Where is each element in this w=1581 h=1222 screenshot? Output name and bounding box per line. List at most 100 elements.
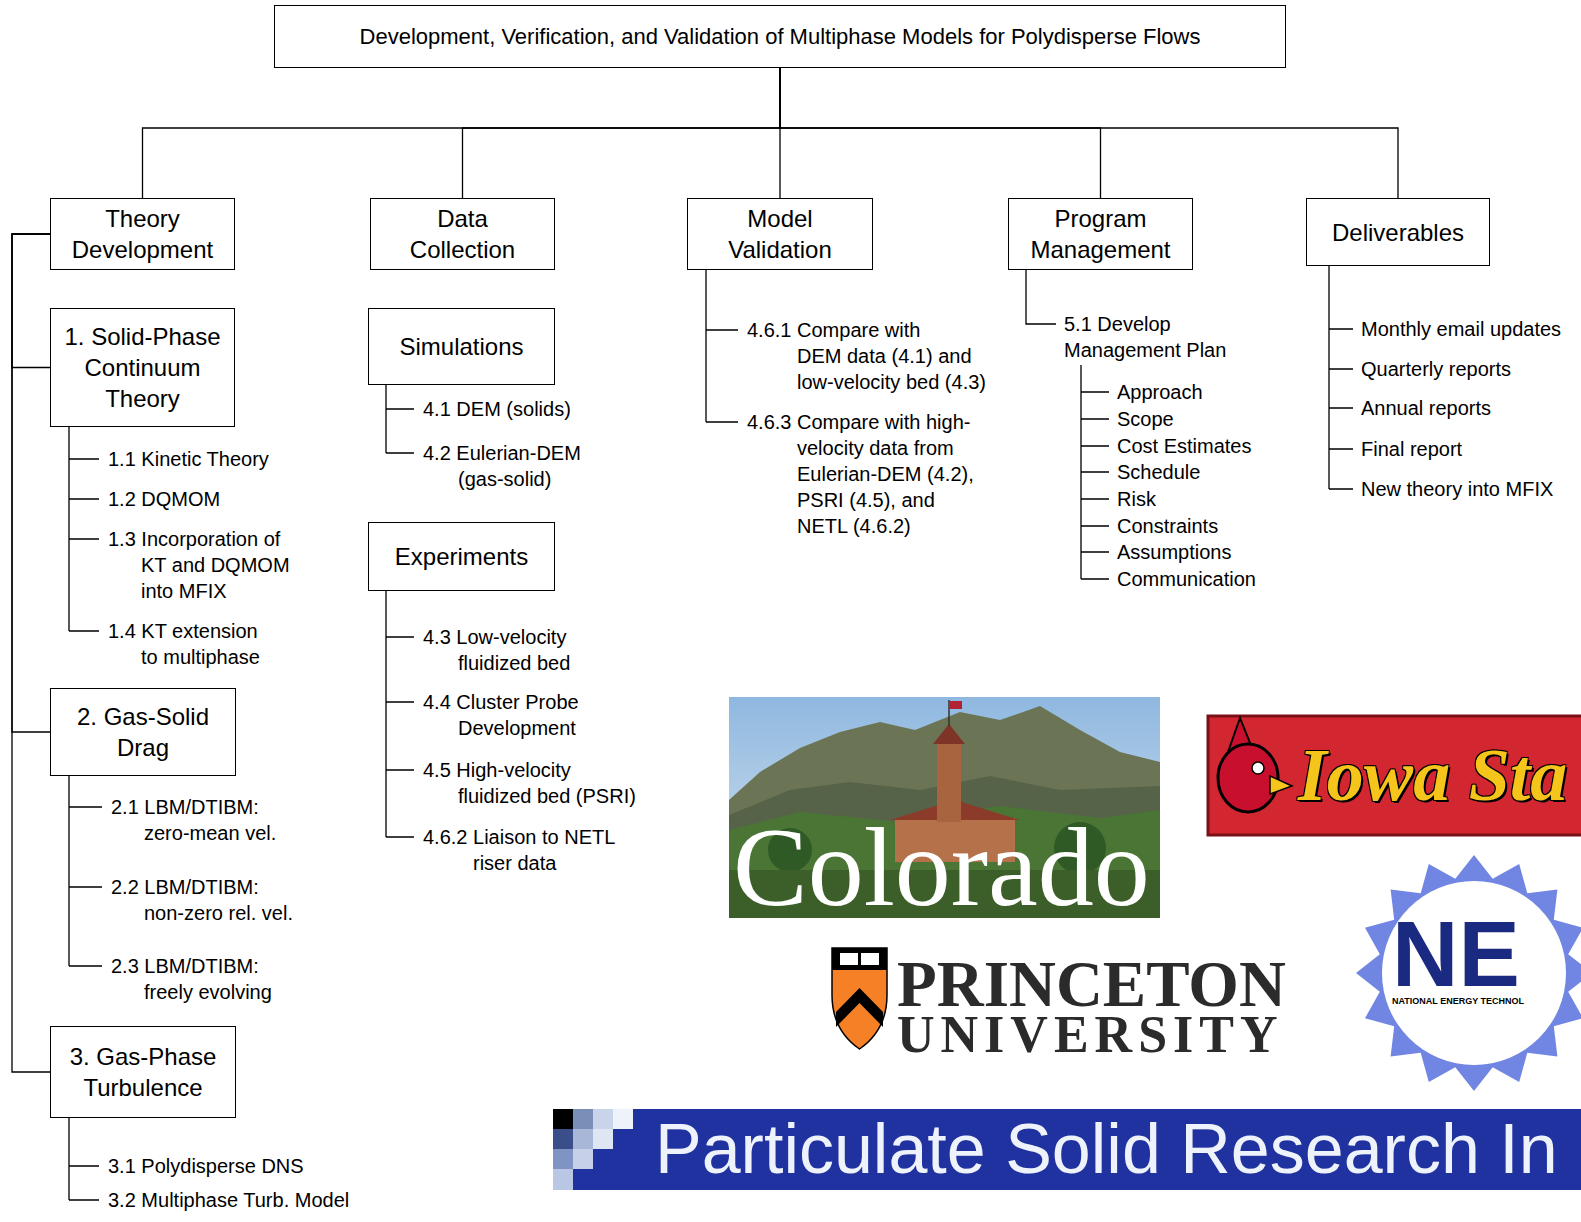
item-label: Constraints [1117, 513, 1218, 539]
item-label: 4.6.2 Liaison to NETL riser data [423, 824, 643, 876]
item-label: New theory into MFIX [1361, 476, 1553, 502]
item-label: Annual reports [1361, 395, 1491, 421]
wbs-box: Theory Development [50, 198, 235, 270]
logo-text: UNIVERSITY [897, 1009, 1284, 1061]
wbs-box: Deliverables [1306, 198, 1490, 266]
logo-shield-band [832, 948, 887, 970]
logo-pixel [553, 1149, 573, 1169]
logo-text: Iowa Sta [1298, 738, 1567, 812]
item-label: 1.4 KT extension to multiphase [108, 618, 301, 670]
item-label: Scope [1117, 406, 1174, 432]
item-label: Schedule [1117, 459, 1200, 485]
tree-connector [12, 234, 50, 368]
item-label: 4.6.1 Compare with DEM data (4.1) and lo… [747, 317, 997, 395]
tree-line [1329, 266, 1353, 489]
wbs-box: 3. Gas-Phase Turbulence [50, 1026, 236, 1118]
item-label: 4.4 Cluster Probe Development [423, 689, 628, 741]
logo-bird-beak [1270, 776, 1292, 794]
photo-flagpole [948, 700, 950, 726]
box-label: 1. Solid-Phase Continuum Theory [60, 321, 225, 414]
logo-pixel [553, 1109, 573, 1129]
logo-banner [553, 1109, 1581, 1190]
box-label: 2. Gas-Solid Drag [61, 701, 226, 763]
logo-banner [1208, 716, 1581, 835]
wbs-box: Program Management [1008, 198, 1193, 270]
logo-bird-head [1218, 744, 1278, 812]
wrap-spacer [623, 824, 643, 825]
item-label: Cost Estimates [1117, 433, 1251, 459]
tree-line [69, 427, 99, 631]
wbs-box: Experiments [368, 522, 555, 591]
tree-line [1026, 266, 1056, 324]
wrap-spacer [268, 618, 301, 619]
logo-bird-eye [1252, 762, 1264, 774]
tree-connector [143, 68, 781, 198]
wrap-spacer [608, 757, 643, 758]
item-label: 2.1 LBM/DTIBM: zero-mean vel. [111, 794, 314, 846]
box-label: Program Management [1016, 203, 1186, 265]
logo-shield [832, 948, 887, 1049]
box-label: Data Collection [393, 203, 533, 265]
item-label: 1.2 DQMOM [108, 486, 220, 512]
item-label: 3.2 Multiphase Turb. Model [108, 1187, 349, 1213]
tree-line [386, 591, 414, 837]
box-label: Simulations [377, 331, 547, 362]
item-label: Quarterly reports [1361, 356, 1511, 382]
item-label: Approach [1117, 379, 1203, 405]
logo-pixel [573, 1149, 593, 1169]
item-label: 4.6.3 Compare with high-velocity data fr… [747, 409, 982, 539]
logo-disc [1382, 881, 1566, 1065]
item-label: Assumptions [1117, 539, 1232, 565]
wbs-box: 2. Gas-Solid Drag [50, 688, 236, 776]
tree-line [69, 776, 102, 966]
tree-connector [780, 68, 1398, 198]
item-label: 1.1 Kinetic Theory [108, 446, 269, 472]
item-label: 2.3 LBM/DTIBM: freely evolving [111, 953, 314, 1005]
box-label: Theory Development [58, 203, 228, 265]
box-label: 3. Gas-Phase Turbulence [61, 1041, 226, 1103]
item-label: Final report [1361, 436, 1462, 462]
wbs-box: Development, Verification, and Validatio… [274, 5, 1286, 68]
wrap-spacer [608, 440, 628, 441]
tree-line [386, 385, 414, 453]
wbs-box: 1. Solid-Phase Continuum Theory [50, 308, 235, 427]
logo-starburst [1356, 855, 1581, 1091]
logo-text: NATIONAL ENERGY TECHNOL [1392, 996, 1524, 1007]
box-label: Experiments [377, 541, 547, 572]
tree-line [1081, 365, 1109, 579]
logo-text: Colorado [733, 811, 1150, 923]
logo-pixel [593, 1129, 613, 1149]
tree-connector [780, 68, 1101, 198]
item-label: 5.1 Develop Management Plan [1064, 311, 1244, 363]
box-label: Deliverables [1313, 217, 1483, 248]
logo-shield-book [861, 953, 879, 965]
wrap-spacer [294, 953, 314, 954]
wrap-spacer [294, 794, 314, 795]
box-label: Model Validation [695, 203, 865, 265]
item-label: 2.2 LBM/DTIBM: non-zero rel. vel. [111, 874, 314, 926]
wrap-spacer [294, 874, 314, 875]
item-label: 3.1 Polydisperse DNS [108, 1153, 304, 1179]
wbs-box: Data Collection [370, 198, 555, 270]
logo-shield-chevron [836, 988, 883, 1027]
logo-text: NE [1392, 908, 1520, 1000]
item-label: 4.2 Eulerian-DEM (gas-solid) [423, 440, 628, 492]
item-label: 4.3 Low-velocity fluidized bed [423, 624, 628, 676]
logo-pixel [613, 1109, 633, 1129]
logo-pixel [553, 1169, 573, 1190]
item-label: Monthly email updates [1361, 316, 1561, 342]
tree-line [706, 266, 738, 422]
logo-text: PRINCETON [897, 952, 1286, 1017]
tree-connector [12, 234, 50, 732]
item-label: 1.3 Incorporation of KT and DQMOM into M… [108, 526, 306, 604]
photo-tower [937, 742, 961, 822]
wbs-box: Model Validation [687, 198, 873, 270]
wbs-box: Simulations [368, 308, 555, 385]
logo-shield-book [840, 953, 858, 965]
wrap-spacer [608, 624, 628, 625]
tree-connector [12, 234, 50, 1072]
logo-pixel [573, 1129, 593, 1149]
item-label: Risk [1117, 486, 1156, 512]
